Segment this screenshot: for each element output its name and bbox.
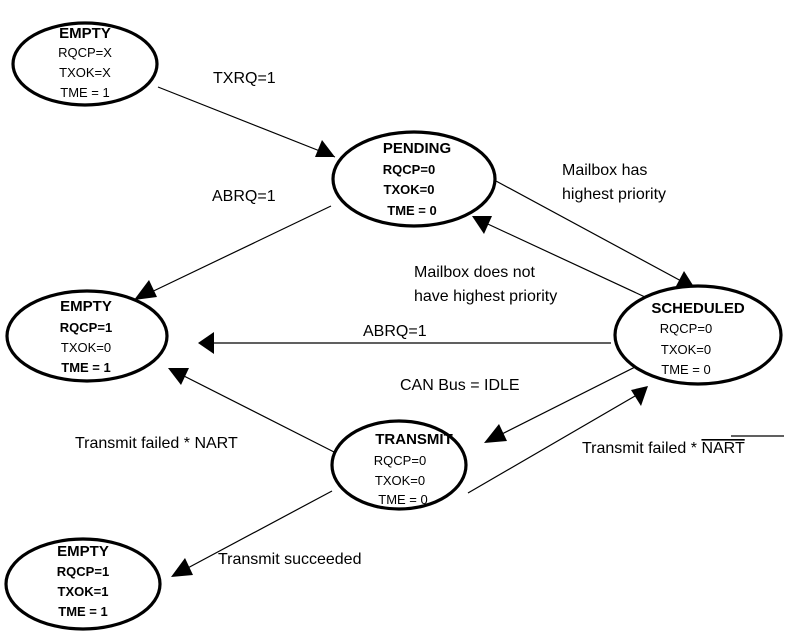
state-transmit-txok: TXOK=0 (375, 473, 425, 488)
state-empty-mid-rqcp: RQCP=1 (60, 320, 112, 335)
label-txrq: TXRQ=1 (213, 70, 276, 87)
transition-not-highest-priority: Mailbox does not have highest priority (414, 216, 646, 305)
state-pending: PENDING RQCP=0 TXOK=0 TME = 0 (331, 130, 497, 228)
state-transmit-title: TRANSMIT (375, 431, 453, 448)
state-empty-top-tme: TME = 1 (60, 85, 110, 100)
label-abrq-scheduled: ABRQ=1 (363, 323, 427, 340)
label-failed-not-nart: Transmit failed * NART (582, 440, 745, 457)
state-empty-top-title: EMPTY (59, 25, 111, 42)
state-empty-top: EMPTY RQCP=X TXOK=X TME = 1 (11, 21, 159, 107)
state-pending-tme: TME = 0 (387, 203, 437, 218)
state-empty-mid-tme: TME = 1 (61, 360, 111, 375)
state-empty-bottom-tme: TME = 1 (58, 604, 108, 619)
transition-highest-priority: Mailbox has highest priority (495, 162, 697, 290)
state-transmit-rqcp: RQCP=0 (374, 453, 426, 468)
label-can-idle: CAN Bus = IDLE (400, 377, 520, 394)
state-pending-rqcp: RQCP=0 (383, 162, 435, 177)
state-empty-bottom-title: EMPTY (57, 543, 109, 560)
transition-abrq-pending: ABRQ=1 (134, 188, 332, 300)
state-empty-bottom-rqcp: RQCP=1 (57, 564, 109, 579)
label-failed-nart: Transmit failed * NART (75, 435, 238, 452)
transition-can-idle: CAN Bus = IDLE (400, 363, 642, 443)
state-scheduled-txok: TXOK=0 (661, 342, 711, 357)
state-empty-bottom: EMPTY RQCP=1 TXOK=1 TME = 1 (4, 537, 162, 631)
label-not-highest-line1: Mailbox does not (414, 264, 536, 281)
state-empty-mid-txok: TXOK=0 (61, 340, 111, 355)
state-empty-mid: EMPTY RQCP=1 TXOK=0 TME = 1 (5, 289, 169, 383)
state-empty-top-txok: TXOK=X (59, 65, 111, 80)
transition-abrq-scheduled: ABRQ=1 (198, 323, 611, 354)
transition-succeeded: Transmit succeeded (171, 490, 361, 577)
state-empty-mid-title: EMPTY (60, 298, 112, 315)
transition-failed-nart: Transmit failed * NART (75, 368, 337, 454)
transition-failed-not-nart: Transmit failed * NART (467, 386, 784, 494)
state-pending-txok: TXOK=0 (384, 182, 435, 197)
label-not-highest-line2: have highest priority (414, 288, 557, 305)
state-pending-title: PENDING (383, 140, 451, 157)
state-transmit-tme: TME = 0 (378, 492, 428, 507)
label-highest-line2: highest priority (562, 186, 666, 203)
label-highest-line1: Mailbox has (562, 162, 647, 179)
label-succeeded: Transmit succeeded (218, 551, 361, 568)
label-abrq-pending: ABRQ=1 (212, 188, 276, 205)
state-transmit: TRANSMIT RQCP=0 TXOK=0 TME = 0 (330, 419, 468, 511)
transition-txrq: TXRQ=1 (157, 70, 336, 158)
nart-overline: NART (701, 440, 744, 457)
state-empty-bottom-txok: TXOK=1 (58, 584, 109, 599)
state-scheduled-title: SCHEDULED (651, 300, 745, 317)
state-scheduled-tme: TME = 0 (661, 362, 711, 377)
state-scheduled: SCHEDULED RQCP=0 TXOK=0 TME = 0 (613, 284, 783, 386)
state-empty-top-rqcp: RQCP=X (58, 45, 112, 60)
state-scheduled-rqcp: RQCP=0 (660, 321, 712, 336)
